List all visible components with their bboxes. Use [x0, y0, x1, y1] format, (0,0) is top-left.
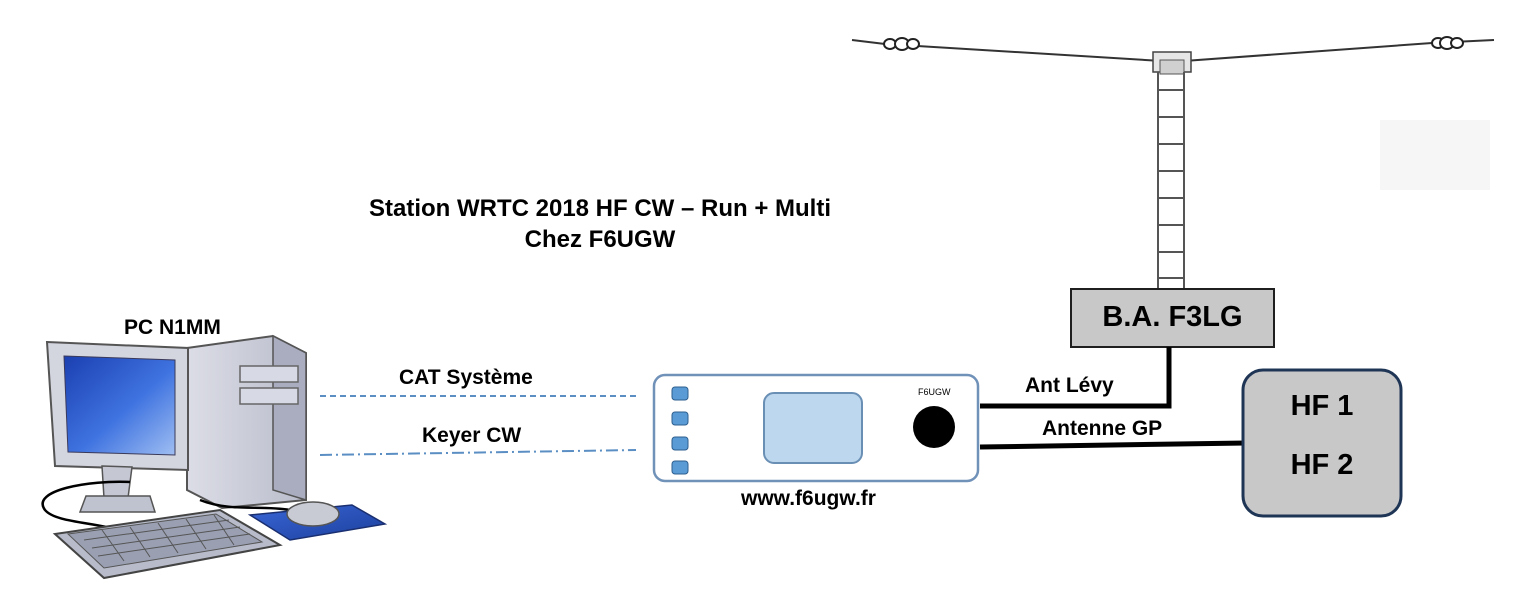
balun-box	[1070, 288, 1275, 348]
interface-unit	[652, 373, 980, 483]
led-button-1	[671, 386, 689, 401]
keyer-link-line	[319, 449, 637, 456]
balun-label: B.A. F3LG	[1102, 301, 1243, 333]
watermark	[1380, 120, 1490, 190]
feed-gp-label: Antenne GP	[1042, 417, 1163, 440]
led-button-3	[671, 436, 689, 451]
coax-levy	[980, 347, 1172, 409]
hf-radios-box	[1241, 368, 1403, 518]
hf1-label: HF 1	[1290, 390, 1354, 422]
page-title: Station WRTC 2018 HF CW – Run + Multi Ch…	[300, 193, 900, 255]
website-label: www.f6ugw.fr	[741, 487, 876, 510]
title-line-1: Station WRTC 2018 HF CW – Run + Multi	[368, 195, 831, 222]
pc-label: PC N1MM	[124, 316, 221, 339]
led-button-2	[671, 411, 689, 426]
ladder-line	[1157, 72, 1185, 289]
insulator-right-icon	[1431, 36, 1464, 50]
keyer-link-label: Keyer CW	[422, 424, 522, 447]
dipole-antenna	[851, 36, 1495, 75]
lcd-display	[763, 392, 863, 464]
insulator-left-icon	[883, 37, 920, 51]
feed-levy-label: Ant Lévy	[1025, 374, 1114, 397]
interface-brand-label: F6UGW	[918, 387, 951, 397]
title-line-2: Chez F6UGW	[524, 226, 676, 253]
hf2-label: HF 2	[1290, 449, 1354, 481]
coax-gp	[979, 440, 1247, 450]
knob-icon	[913, 406, 955, 448]
desktop-computer-icon	[41, 334, 388, 580]
cat-link-label: CAT Système	[399, 366, 533, 389]
led-button-4	[671, 460, 689, 475]
